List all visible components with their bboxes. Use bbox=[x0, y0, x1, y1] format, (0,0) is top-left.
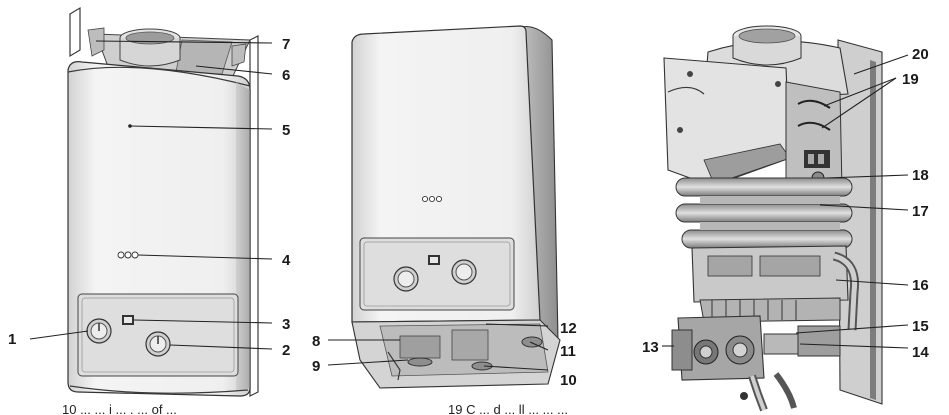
callout-4: 4 bbox=[282, 252, 291, 269]
callout-14: 14 bbox=[912, 344, 929, 361]
callout-5: 5 bbox=[282, 122, 290, 139]
callout-17: 17 bbox=[912, 203, 929, 220]
callouts-front: 1 2 3 4 5 6 7 bbox=[8, 36, 291, 359]
callout-1: 1 bbox=[8, 331, 16, 348]
callouts-internal: 13 14 15 16 17 18 19 20 bbox=[642, 46, 929, 361]
heater-internal-view bbox=[663, 25, 883, 412]
heat-exchanger bbox=[675, 177, 853, 249]
callout-10: 10 bbox=[560, 372, 577, 389]
callout-16: 16 bbox=[912, 277, 929, 294]
callout-6: 6 bbox=[282, 67, 290, 84]
callout-12: 12 bbox=[560, 320, 577, 337]
caption-left: 10 ... ... i ... . ... of ... bbox=[62, 402, 177, 415]
callout-3: 3 bbox=[282, 316, 290, 333]
heater-bottom-view bbox=[351, 25, 561, 389]
callout-9: 9 bbox=[312, 358, 320, 375]
callout-2: 2 bbox=[282, 342, 290, 359]
left-knob[interactable] bbox=[86, 318, 112, 344]
callout-19: 19 bbox=[902, 71, 919, 88]
right-knob[interactable] bbox=[145, 331, 171, 357]
caption-right: 19 C ... d ... ll ... ... ... bbox=[448, 402, 568, 415]
callouts-bottom: 8 9 10 11 12 bbox=[312, 320, 577, 389]
callout-15: 15 bbox=[912, 318, 929, 335]
callout-8: 8 bbox=[312, 333, 320, 350]
callout-20: 20 bbox=[912, 46, 929, 63]
callout-11: 11 bbox=[560, 343, 576, 360]
callout-13: 13 bbox=[642, 339, 659, 356]
callout-7: 7 bbox=[282, 36, 290, 53]
callout-18: 18 bbox=[912, 167, 929, 184]
flame-window bbox=[117, 251, 139, 259]
heater-front-view bbox=[67, 6, 259, 397]
